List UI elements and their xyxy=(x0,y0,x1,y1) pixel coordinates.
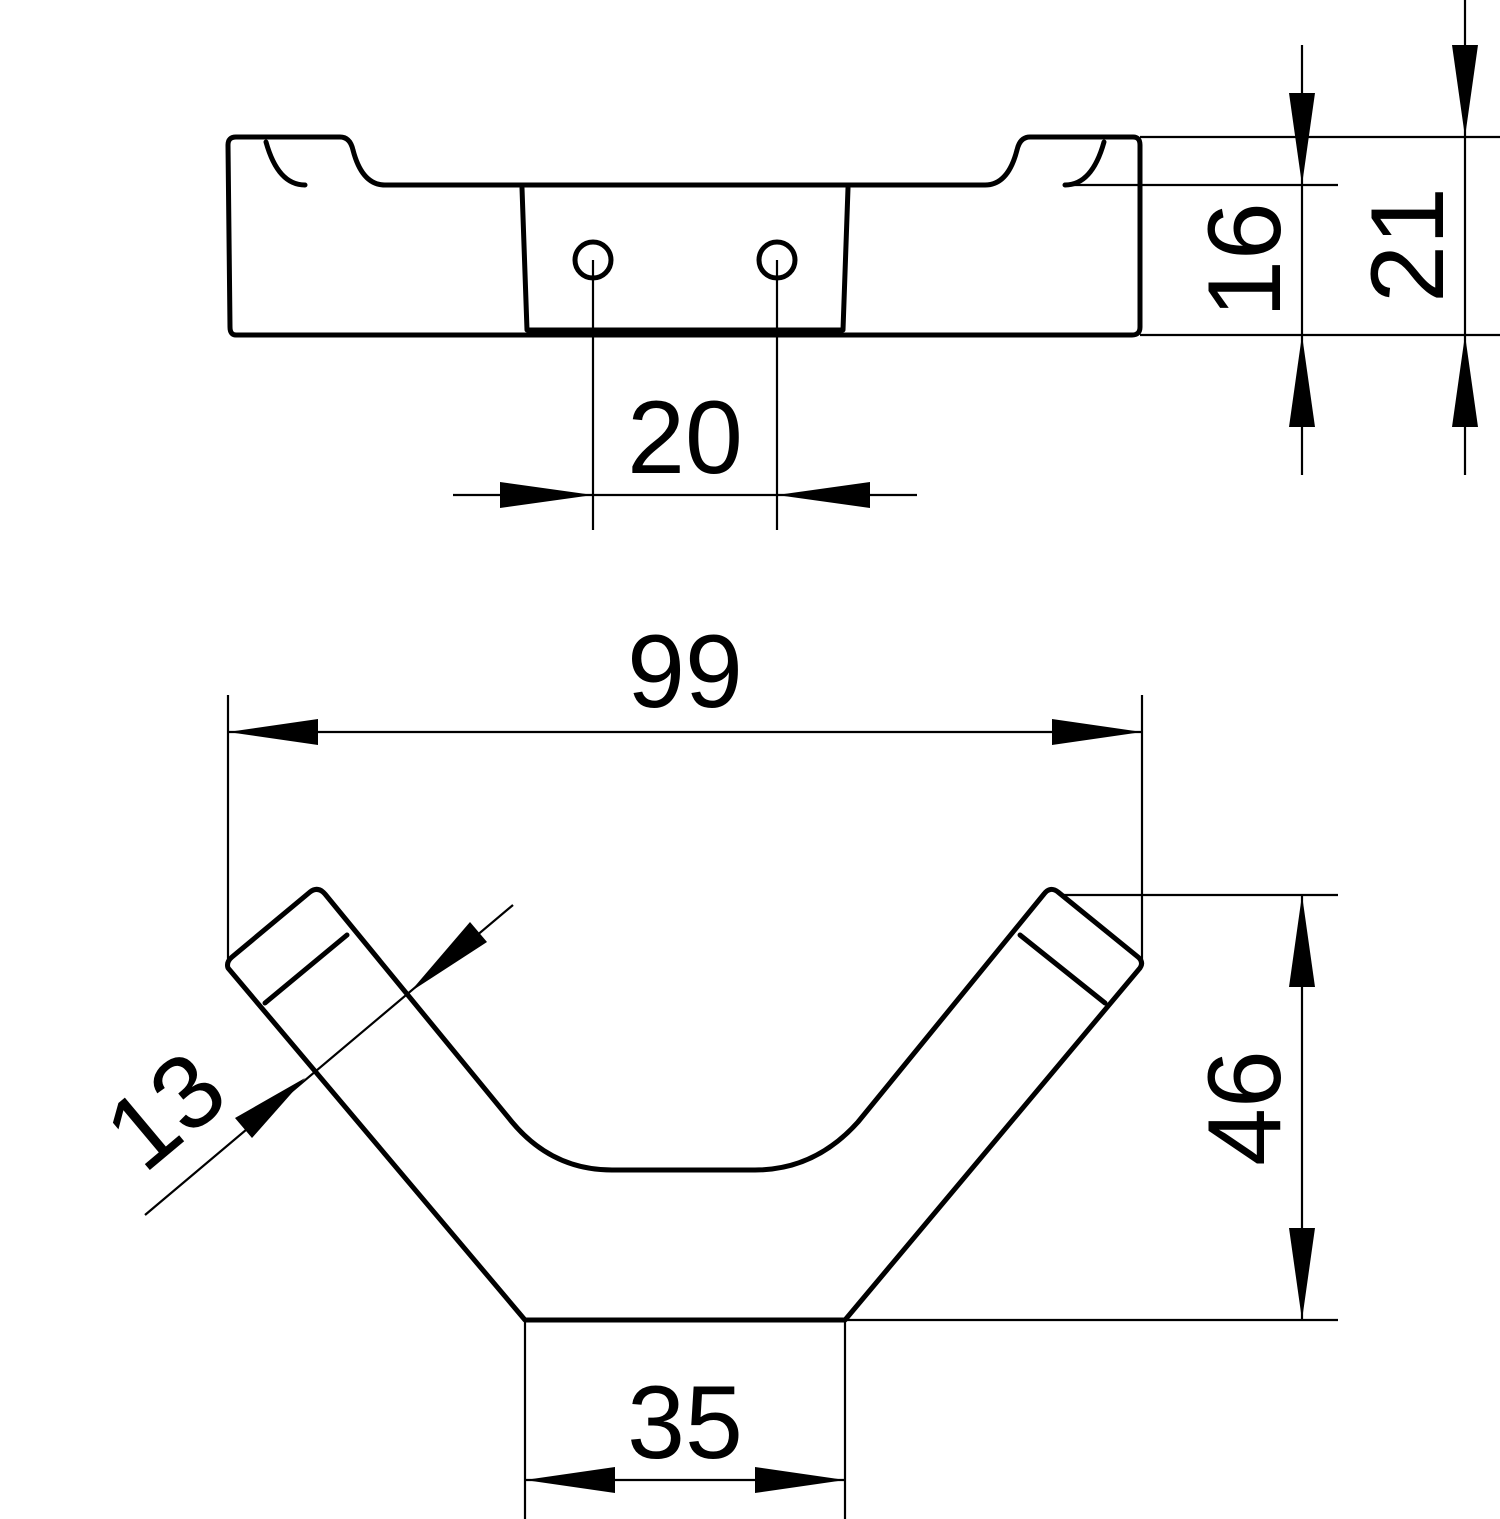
arrow-icon xyxy=(1052,719,1142,745)
left-hook-recess xyxy=(263,139,308,188)
plan-view: 99 13 46 35 xyxy=(84,614,1338,1519)
dimension-overall-width: 99 xyxy=(226,614,1144,965)
dimension-label-21: 21 xyxy=(1350,187,1466,303)
dimension-label-16: 16 xyxy=(1187,202,1303,318)
right-hook-recess xyxy=(1062,139,1107,188)
dimension-total-height: 21 xyxy=(1140,0,1500,475)
arrow-icon xyxy=(525,1467,615,1493)
dimension-base-width: 35 xyxy=(523,1320,847,1519)
dimension-label-35: 35 xyxy=(627,1365,743,1481)
arrow-icon xyxy=(500,482,593,508)
left-arm-end-line xyxy=(262,932,350,1006)
arrow-icon xyxy=(1289,93,1315,185)
arrow-icon xyxy=(1289,335,1315,427)
dimension-label-20: 20 xyxy=(627,380,743,496)
dimension-hole-spacing: 20 xyxy=(453,260,917,530)
mounting-plate xyxy=(519,185,851,333)
dimension-label-99: 99 xyxy=(627,614,743,730)
arrow-icon xyxy=(235,1078,305,1138)
dimension-depth: 46 xyxy=(845,893,1338,1322)
top-view: 20 16 21 xyxy=(225,0,1500,530)
arrow-icon xyxy=(1289,895,1315,987)
dimension-body-height: 16 xyxy=(1070,45,1500,475)
dimension-arm-width: 13 xyxy=(84,904,514,1216)
right-arm-end-line xyxy=(1017,932,1108,1006)
arrow-icon xyxy=(755,1467,845,1493)
dimension-label-13: 13 xyxy=(84,1030,247,1193)
arrow-icon xyxy=(1289,1228,1315,1320)
dimension-label-46: 46 xyxy=(1187,1050,1303,1166)
arrow-icon xyxy=(777,482,870,508)
arrow-icon xyxy=(1452,335,1478,427)
arrow-icon xyxy=(1452,45,1478,137)
top-view-outline xyxy=(225,134,1143,338)
hook-outline xyxy=(225,886,1145,1323)
arrow-icon xyxy=(410,922,487,992)
arrow-icon xyxy=(228,719,318,745)
